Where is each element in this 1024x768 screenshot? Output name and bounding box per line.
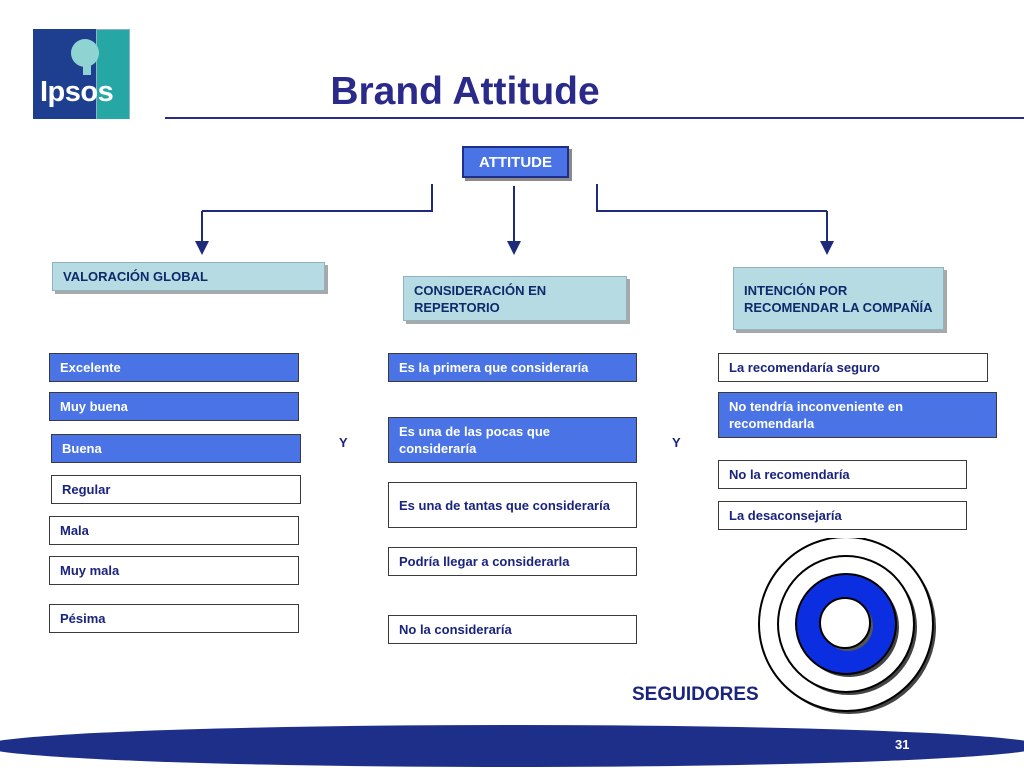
option-desaconsejaria: La desaconsejaría xyxy=(718,501,967,530)
ipsos-logo: Ipsos xyxy=(33,29,130,119)
logo-text: Ipsos xyxy=(40,76,114,108)
option-no-consideraria: No la consideraría xyxy=(388,615,637,644)
option-podria-considerarla: Podría llegar a considerarla xyxy=(388,547,637,576)
option-recomendaria-seguro: La recomendaría seguro xyxy=(718,353,988,382)
option-pesima: Pésima xyxy=(49,604,299,633)
category-intencion-recomendar: INTENCIÓN POR RECOMENDAR LA COMPAÑÍA xyxy=(733,267,944,330)
option-muy-mala: Muy mala xyxy=(49,556,299,585)
option-pocas-consideraria: Es una de las pocas que consideraría xyxy=(388,417,637,463)
option-primera-consideraria: Es la primera que consideraría xyxy=(388,353,637,382)
option-muy-buena: Muy buena xyxy=(49,392,299,421)
page-number: 31 xyxy=(895,737,910,752)
option-excelente: Excelente xyxy=(49,353,299,382)
title-rule xyxy=(165,117,1024,119)
page-title: Brand Attitude xyxy=(330,70,600,113)
connector-y-left: Y xyxy=(339,435,348,450)
category-consideracion-repertorio: CONSIDERACIÓN EN REPERTORIO xyxy=(403,276,627,321)
seguidores-label: SEGUIDORES xyxy=(632,684,759,705)
connector-y-right: Y xyxy=(672,435,681,450)
head-silhouette-icon xyxy=(71,39,99,75)
attitude-node: ATTITUDE xyxy=(462,146,569,178)
footer-band xyxy=(0,725,1024,767)
option-buena: Buena xyxy=(51,434,301,463)
option-no-recomendaria: No la recomendaría xyxy=(718,460,967,489)
option-no-inconveniente: No tendría inconveniente en recomendarla xyxy=(718,392,997,438)
option-mala: Mala xyxy=(49,516,299,545)
option-regular: Regular xyxy=(51,475,301,504)
logo-teal-band xyxy=(96,29,130,119)
category-valoracion-global: VALORACIÓN GLOBAL xyxy=(52,262,325,291)
option-tantas-consideraria: Es una de tantas que consideraría xyxy=(388,482,637,528)
target-rings-graphic xyxy=(758,538,936,714)
